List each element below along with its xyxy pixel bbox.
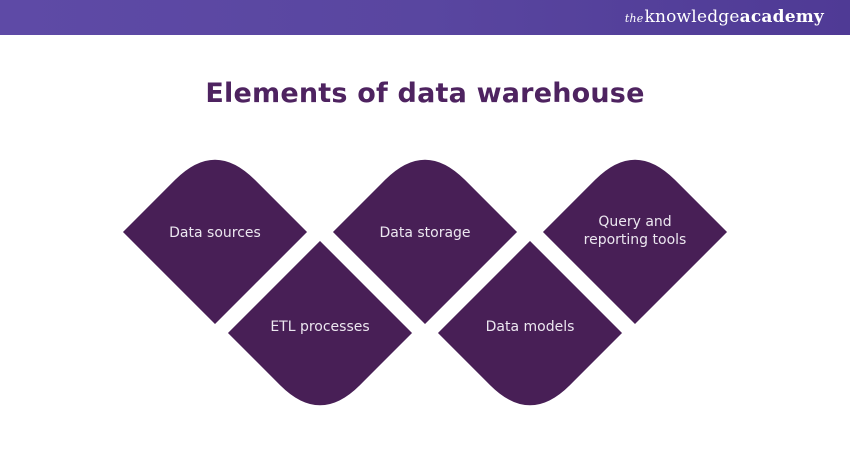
element-label: Data models	[486, 319, 575, 335]
logo-prefix: the	[624, 12, 644, 25]
element-label: ETL processes	[270, 319, 369, 335]
element-shape	[533, 152, 737, 334]
brand-logo: theknowledgeacademy	[625, 7, 824, 27]
logo-word-academy: academy	[739, 7, 824, 27]
element-label: Data sources	[169, 225, 261, 241]
element-data-sources: Data sources	[113, 152, 317, 334]
element-label: Query and	[598, 214, 671, 230]
element-label: Data storage	[379, 225, 470, 241]
element-data-storage: Data storage	[323, 152, 527, 334]
element-data-models: Data models	[428, 231, 632, 413]
page-title: Elements of data warehouse	[205, 78, 645, 109]
element-shape	[428, 231, 632, 413]
element-shape	[218, 231, 422, 413]
element-etl-processes: ETL processes	[218, 231, 422, 413]
header-bar: theknowledgeacademy	[0, 0, 850, 35]
element-query-and-reporting-tools: Query and reporting tools	[533, 152, 737, 334]
logo-word-knowledge: knowledge	[644, 7, 740, 27]
element-shape	[323, 152, 527, 334]
element-shape	[113, 152, 317, 334]
element-label: reporting tools	[584, 232, 687, 248]
